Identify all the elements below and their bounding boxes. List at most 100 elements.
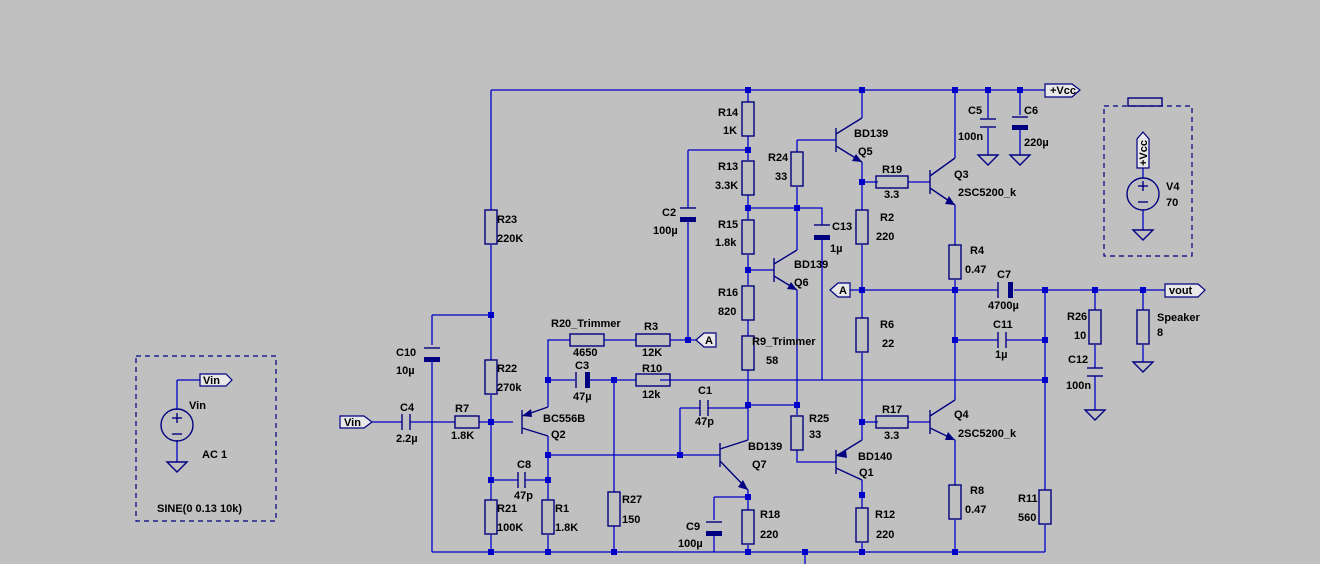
label-c1-value: 47p — [695, 416, 714, 428]
label-q6-name: Q6 — [794, 277, 809, 289]
label-vin-name: Vin — [189, 400, 206, 412]
label-c8-value: 47p — [514, 490, 533, 502]
capacitors — [401, 116, 1103, 536]
label-c11-value: 1µ — [995, 349, 1007, 361]
label-c9-name: C9 — [686, 521, 700, 533]
label-r15-name: R15 — [718, 219, 738, 231]
label-r17-name: R17 — [882, 404, 902, 416]
flag-vin-input: Vin — [344, 417, 361, 429]
label-r3-name: R3 — [644, 321, 658, 333]
label-c6-value: 220µ — [1024, 137, 1049, 149]
label-r9-name: R9_Trimmer — [752, 336, 816, 348]
label-r14-name: R14 — [718, 107, 739, 119]
label-r13-value: 3.3K — [715, 180, 738, 192]
flag-a-output: A — [839, 285, 847, 297]
label-r17-value: 3.3 — [884, 430, 899, 442]
label-r14-value: 1K — [723, 125, 737, 137]
label-r2-name: R2 — [880, 212, 894, 224]
label-r18-value: 220 — [760, 529, 778, 541]
label-r27-name: R27 — [622, 494, 642, 506]
label-r16-value: 820 — [718, 306, 736, 318]
resistor-r24 — [790, 151, 804, 187]
label-q1-name: Q1 — [859, 467, 874, 479]
flag-vin-source: Vin — [203, 375, 220, 387]
label-r8-value: 0.47 — [965, 504, 986, 516]
label-r4-value: 0.47 — [965, 264, 986, 276]
label-r13-name: R13 — [718, 161, 738, 173]
label-r24-value: 33 — [775, 171, 787, 183]
label-c7-value: 4700µ — [988, 300, 1019, 312]
label-c4-name: C4 — [400, 402, 415, 414]
label-r25-value: 33 — [809, 429, 821, 441]
resistor-r1 — [541, 499, 555, 535]
net-flags: +Vcc Vin Vin vout A A +Vcc — [199, 83, 1206, 429]
label-r21-name: R21 — [497, 503, 517, 515]
resistor-r16 — [741, 285, 755, 321]
resistor-r3 — [635, 333, 671, 347]
resistor-r17 — [875, 415, 909, 429]
label-q7-name: Q7 — [752, 459, 767, 471]
resistor-r23 — [484, 209, 498, 245]
resistor-r27 — [607, 491, 621, 527]
label-c12-value: 100n — [1066, 380, 1091, 392]
label-c8-name: C8 — [517, 459, 531, 471]
label-q5-model: BD139 — [854, 128, 888, 140]
resistor-r6 — [855, 317, 869, 353]
label-q2-name: Q2 — [551, 429, 566, 441]
resistor-r11 — [1038, 489, 1052, 525]
wires — [176, 89, 1165, 564]
label-r11-value: 560 — [1018, 512, 1036, 524]
label-c3-value: 47µ — [573, 391, 592, 403]
resistor-r10 — [635, 373, 671, 387]
label-speaker-value: 8 — [1157, 327, 1163, 339]
label-r19-name: R19 — [882, 164, 902, 176]
resistor-r20 — [569, 333, 605, 347]
label-r23-value: 220K — [497, 233, 523, 245]
label-c6-name: C6 — [1024, 105, 1038, 117]
label-q3-name: Q3 — [954, 169, 969, 181]
label-v4-value: 70 — [1166, 197, 1178, 209]
label-r6-name: R6 — [880, 319, 894, 331]
label-c5-value: 100n — [958, 131, 983, 143]
label-r1-value: 1.8K — [555, 522, 578, 534]
label-q4-model: 2SC5200_k — [958, 428, 1017, 440]
label-r16-name: R16 — [718, 287, 738, 299]
label-c7-name: C7 — [997, 269, 1011, 281]
label-q1-model: BD140 — [858, 451, 892, 463]
label-q5-name: Q5 — [858, 146, 873, 158]
resistor-r25 — [790, 415, 804, 451]
label-q7-model: BD139 — [748, 441, 782, 453]
label-c11-name: C11 — [993, 319, 1013, 331]
junctions — [488, 87, 1146, 555]
label-c9-value: 100µ — [678, 538, 703, 550]
label-q4-name: Q4 — [954, 409, 970, 421]
resistor-r19 — [875, 175, 909, 189]
label-c13-value: 1µ — [830, 243, 842, 255]
label-r9-value: 58 — [766, 355, 778, 367]
label-q6-model: BD139 — [794, 259, 828, 271]
resistor-r18 — [741, 509, 755, 545]
resistor-r2 — [855, 209, 869, 245]
sources — [135, 97, 1193, 522]
resistor-r7 — [454, 415, 480, 429]
label-r3-value: 12K — [642, 347, 662, 359]
label-r27-value: 150 — [622, 514, 640, 526]
label-r25-name: R25 — [809, 413, 829, 425]
label-c4-value: 2.2µ — [396, 433, 418, 445]
resistor-r9 — [741, 335, 755, 371]
flag-a-feedback: A — [705, 335, 713, 347]
label-r7-name: R7 — [455, 403, 469, 415]
label-c12-name: C12 — [1068, 354, 1088, 366]
label-r2-value: 220 — [876, 231, 894, 243]
label-c10-name: C10 — [396, 347, 416, 359]
resistor-r14 — [741, 101, 755, 137]
label-q3-model: 2SC5200_k — [958, 187, 1017, 199]
label-r22-value: 270k — [497, 382, 522, 394]
component-labels: R14 1K R13 3.3K R15 1.8k R16 820 R9_Trim… — [157, 105, 1201, 550]
label-r8-name: R8 — [970, 485, 984, 497]
resistors — [454, 101, 1150, 545]
label-vin-directive: SINE(0 0.13 10k) — [157, 503, 242, 515]
label-c5-name: C5 — [968, 105, 982, 117]
label-r24-name: R24 — [768, 152, 789, 164]
